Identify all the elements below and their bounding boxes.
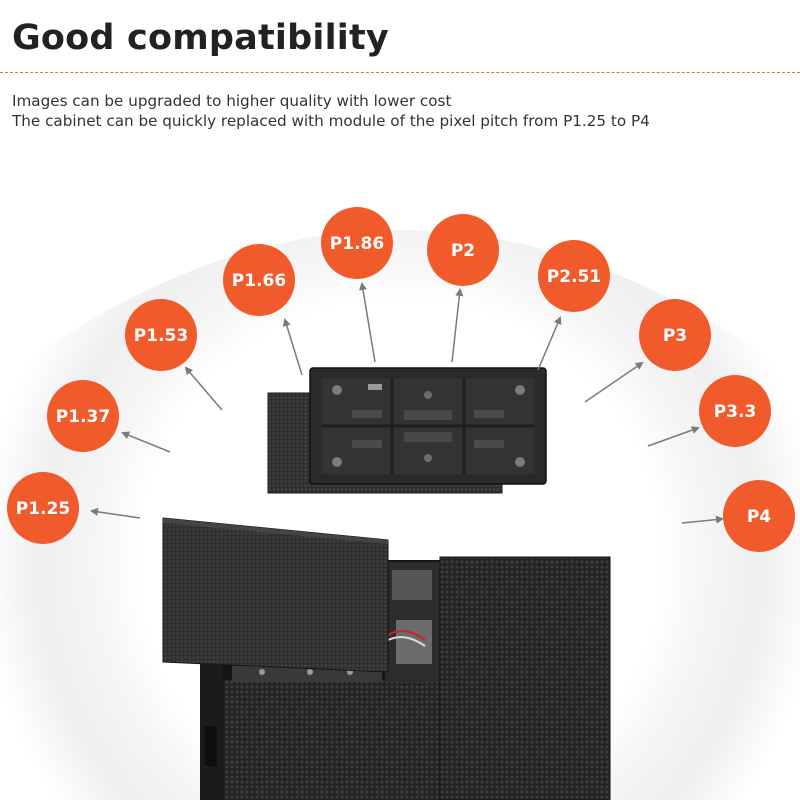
pitch-bubbles: P1.25 P1.37 P1.53 P1.66 P1.86 P2	[7, 207, 795, 552]
pitch-label-p33: P3.3	[714, 402, 757, 422]
pitch-bubble-p186: P1.86	[321, 207, 393, 279]
pitch-bubble-p125: P1.25	[7, 472, 79, 544]
led-module-back	[309, 367, 547, 485]
arrow-p251	[537, 316, 562, 371]
arrow-p33	[647, 426, 700, 447]
arrow-p166	[282, 318, 303, 376]
pitch-bubble-p4: P4	[723, 480, 795, 552]
cabinet	[162, 517, 611, 800]
description-line-2: The cabinet can be quickly replaced with…	[12, 112, 650, 130]
pitch-label-p4: P4	[747, 507, 771, 527]
arrow-p137	[121, 431, 171, 453]
pitch-bubble-p166: P1.66	[223, 244, 295, 316]
pitch-label-p153: P1.53	[134, 326, 188, 346]
arrow-p186	[359, 282, 376, 363]
pitch-label-p2: P2	[451, 241, 475, 261]
pitch-bubble-p251: P2.51	[538, 240, 610, 312]
pitch-bubble-p137: P1.37	[47, 380, 119, 452]
arrow-p153	[184, 366, 223, 411]
pitch-label-p251: P2.51	[547, 267, 601, 287]
title-divider	[0, 72, 800, 73]
arrow-p2	[451, 288, 464, 363]
pitch-label-p166: P1.66	[232, 271, 286, 291]
pitch-arrows	[90, 282, 724, 524]
pitch-bubble-p3: P3	[639, 299, 711, 371]
pitch-label-p186: P1.86	[330, 234, 384, 254]
description-line-1: Images can be upgraded to higher quality…	[12, 92, 452, 110]
pitch-label-p125: P1.25	[16, 499, 70, 519]
page-title: Good compatibility	[12, 18, 389, 58]
arrow-p125	[90, 507, 141, 519]
arrow-p4	[681, 515, 724, 524]
pitch-label-p3: P3	[663, 326, 687, 346]
pitch-label-p137: P1.37	[56, 407, 110, 427]
arrow-p3	[584, 361, 644, 403]
pitch-bubble-p153: P1.53	[125, 299, 197, 371]
pitch-bubble-p33: P3.3	[699, 375, 771, 447]
pitch-bubble-p2: P2	[427, 214, 499, 286]
